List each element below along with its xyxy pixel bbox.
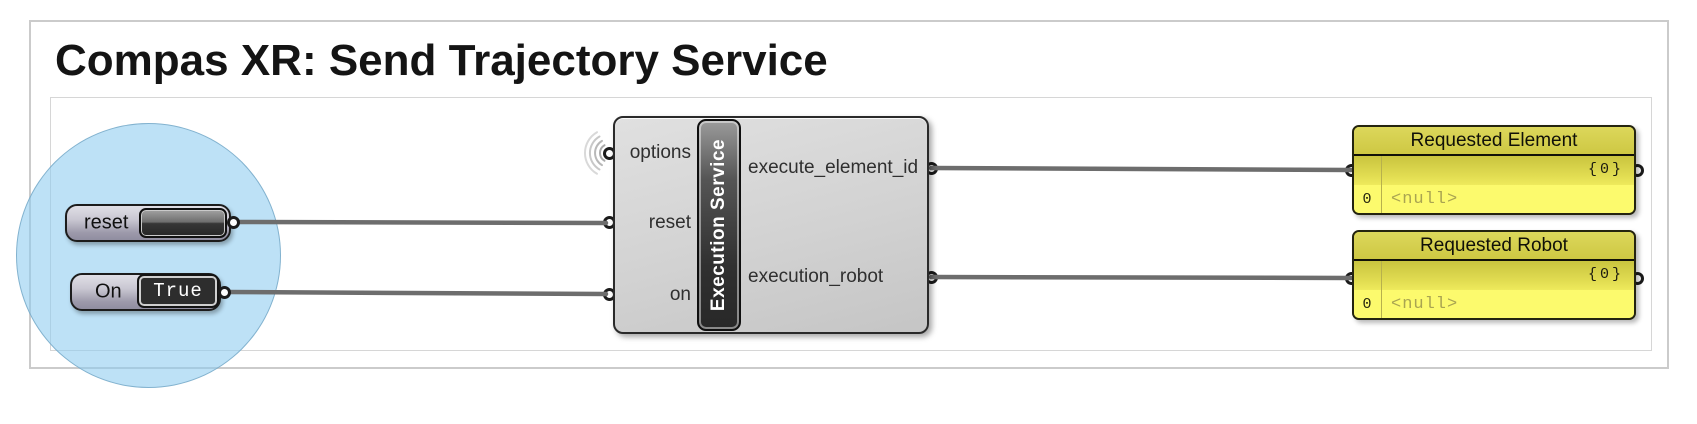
wire-reset[interactable]: [230, 219, 609, 226]
wire-on[interactable]: [222, 289, 609, 297]
index-separator: [1381, 261, 1382, 318]
on-toggle-value[interactable]: True: [137, 274, 219, 308]
reset-button-widget[interactable]: reset: [65, 204, 231, 242]
index-separator: [1381, 156, 1382, 213]
wire-execution-robot[interactable]: [928, 274, 1354, 281]
on-toggle-label: On: [95, 280, 122, 303]
highlight-circle-group[interactable]: [16, 123, 281, 388]
branch-path-label: {0}: [1587, 266, 1624, 283]
component-name-bar[interactable]: Execution Service: [697, 119, 741, 331]
reset-button-label: reset: [84, 211, 129, 234]
wire-execute-element-id[interactable]: [928, 165, 1354, 173]
output-label-execution-robot: execution_robot: [748, 266, 884, 287]
wireless-arcs-icon: [584, 131, 606, 175]
panel-data-row: 0 <null>: [1354, 290, 1634, 318]
input-label-options: options: [629, 142, 691, 163]
output-label-execute-element-id: execute_element_id: [748, 157, 919, 178]
input-label-reset: reset: [648, 212, 691, 233]
input-label-on: on: [669, 284, 691, 305]
branch-path-label: {0}: [1587, 161, 1624, 178]
row-index: 0: [1362, 295, 1372, 313]
reset-push-button[interactable]: [139, 208, 227, 238]
panel-branch-row: {0}: [1354, 261, 1634, 290]
on-output-grip[interactable]: [217, 285, 231, 299]
row-index: 0: [1362, 190, 1372, 208]
reset-output-grip[interactable]: [226, 216, 240, 229]
row-value: <null>: [1391, 294, 1459, 314]
panel-title: Requested Robot: [1354, 232, 1634, 261]
execution-service-component[interactable]: Execution Service options reset on execu…: [613, 116, 929, 334]
panel-data-row: 0 <null>: [1354, 185, 1634, 213]
panel-branch-row: {0}: [1354, 156, 1634, 185]
panel-requested-robot[interactable]: Requested Robot {0} 0 <null>: [1352, 230, 1636, 320]
panel-requested-element[interactable]: Requested Element {0} 0 <null>: [1352, 125, 1636, 215]
panel-title: Requested Element: [1354, 127, 1634, 156]
on-toggle-widget[interactable]: On True: [70, 273, 221, 311]
component-name: Execution Service: [708, 138, 729, 312]
row-value: <null>: [1391, 189, 1459, 209]
page-title: Compas XR: Send Trajectory Service: [55, 36, 828, 85]
